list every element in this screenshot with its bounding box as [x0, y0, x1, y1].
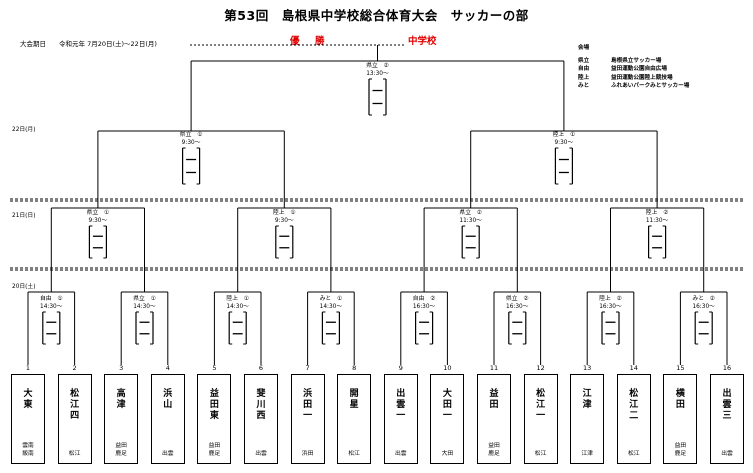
team-name: 大田一 [442, 389, 452, 421]
team-box: 大東雲南飯南 [11, 374, 45, 464]
team-number: 5 [212, 364, 217, 372]
team-name: 出雲三 [722, 389, 732, 421]
team-number: 2 [72, 364, 77, 372]
venue-row: みとふれあいパークみとサッカー場 [578, 83, 690, 89]
team-name: 斐川西 [256, 389, 266, 421]
venue-row: 自由益田運動公園自由広場 [578, 66, 667, 72]
team-box: 松江二松江 [616, 374, 651, 464]
team-name: 浜田一 [303, 389, 313, 421]
team-location: 浜田 [301, 450, 314, 457]
team-number: 3 [119, 364, 124, 372]
winner-name: 中学校 [408, 36, 437, 47]
team-number: 7 [305, 364, 310, 372]
team-name: 益田東 [209, 389, 219, 421]
page-title: 第53回 島根県中学校総合体育大会 サッカーの部 [224, 8, 529, 23]
team-location: 出雲 [394, 450, 407, 457]
team-box: 高津益田鹿足 [104, 374, 139, 464]
team-name: 益田 [489, 389, 499, 410]
team-location: 雲南飯南 [22, 443, 34, 457]
team-number: 11 [489, 364, 499, 372]
team-location: 松江 [68, 450, 81, 457]
venue-legend-header: 会場 [578, 45, 590, 51]
team-location: 出雲 [161, 450, 174, 457]
team-name: 江津 [582, 389, 592, 410]
team-name: 高津 [116, 389, 126, 410]
tournament-dates: 大会期日 令和元年 7月20日(土)～22日(月) [20, 40, 157, 48]
team-number: 13 [583, 364, 592, 372]
team-box: 出雲三出雲 [710, 374, 744, 464]
day-label-20: 20日(土) [12, 284, 36, 290]
day-label-21: 21日(日) [12, 213, 36, 219]
team-box: 浜田一浜田 [290, 374, 325, 464]
team-number: 14 [629, 364, 638, 372]
team-number: 16 [722, 364, 732, 372]
team-box: 江津江津 [570, 374, 605, 464]
team-box: 横田益田鹿足 [663, 374, 698, 464]
team-location: 出雲 [255, 450, 267, 457]
team-box: 益田東益田鹿足 [197, 374, 232, 464]
team-location: 松江 [348, 450, 360, 457]
team-name: 松江一 [536, 389, 546, 421]
team-location: 益田鹿足 [488, 443, 500, 457]
team-name: 開星 [349, 389, 359, 410]
team-location: 松江 [627, 450, 640, 457]
team-location: 大田 [441, 450, 454, 457]
team-location: 益田鹿足 [674, 443, 687, 457]
team-name: 横田 [675, 389, 685, 410]
team-name: 松江四 [70, 389, 80, 421]
team-name: 浜山 [163, 389, 173, 410]
venue-row: 県立島根県立サッカー場 [578, 57, 662, 64]
team-location: 益田鹿足 [115, 443, 127, 457]
team-box: 浜山出雲 [150, 374, 185, 464]
venue-legend: 会場 県立島根県立サッカー場 自由益田運動公園自由広場 陸上益田運動公園陸上競技… [578, 44, 689, 91]
team-number: 10 [443, 364, 452, 372]
team-number: 4 [165, 364, 170, 372]
team-name: 松江二 [629, 389, 639, 421]
team-box: 大田一大田 [430, 374, 465, 464]
team-name: 大東 [23, 389, 33, 410]
team-box: 開星松江 [337, 374, 372, 464]
team-location: 出雲 [721, 450, 733, 457]
team-number: 12 [536, 364, 545, 372]
team-location: 江津 [581, 450, 593, 457]
team-number: 6 [258, 364, 264, 372]
team-box: 松江四松江 [57, 374, 92, 464]
team-box: 斐川西出雲 [244, 374, 278, 464]
team-number: 9 [398, 364, 403, 372]
team-location: 益田鹿足 [208, 443, 221, 457]
team-location: 松江 [534, 450, 547, 457]
team-name: 出雲一 [396, 389, 406, 421]
winner-label: 優 勝 [290, 36, 328, 47]
team-box: 松江一松江 [523, 374, 558, 464]
team-number: 15 [676, 364, 685, 372]
team-box: 益田益田鹿足 [477, 374, 511, 464]
team-box: 出雲一出雲 [383, 374, 418, 464]
team-number: 8 [352, 364, 357, 372]
venue-row: 陸上益田運動公園陸上競技場 [578, 74, 673, 81]
team-number: 1 [25, 364, 31, 372]
day-label-22: 22日(月) [12, 127, 36, 133]
